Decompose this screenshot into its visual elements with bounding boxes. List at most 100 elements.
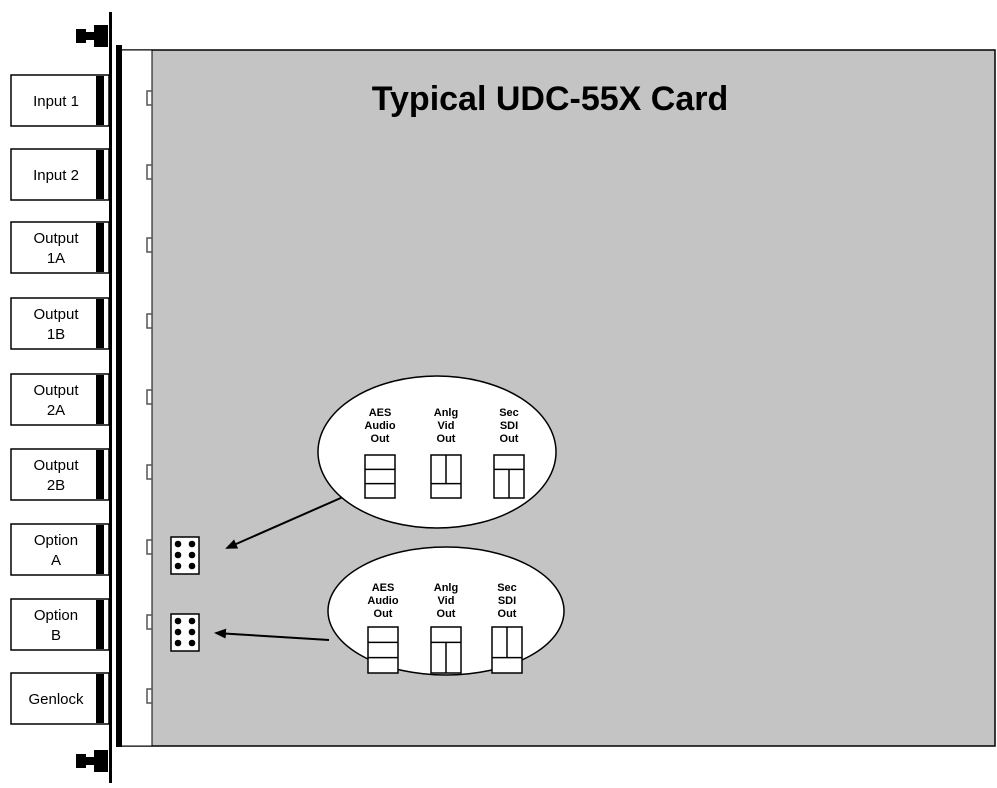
front-panel-rail bbox=[109, 12, 112, 783]
connector-label: Output 1B bbox=[10, 297, 110, 350]
edge-notch bbox=[146, 614, 152, 630]
connector-box bbox=[10, 74, 110, 127]
connector-box bbox=[10, 297, 110, 350]
connector-label: Output 2B bbox=[10, 448, 110, 501]
card-board bbox=[118, 49, 996, 747]
connector-tab bbox=[96, 76, 104, 125]
mode-label: Audio bbox=[367, 595, 398, 607]
connector-label: Input 2 bbox=[10, 148, 110, 201]
bottom-latch-icon bbox=[76, 750, 108, 772]
connector-tab bbox=[96, 450, 104, 499]
jumper-pin bbox=[174, 540, 182, 548]
connector-box bbox=[10, 373, 110, 426]
connector-label-line1: Genlock bbox=[28, 691, 84, 708]
edge-notch bbox=[146, 313, 152, 329]
card-title: Typical UDC-55X Card bbox=[372, 80, 728, 118]
connector-box bbox=[10, 221, 110, 274]
connector-label-line2: B bbox=[51, 627, 61, 644]
jumper-pin bbox=[174, 551, 182, 559]
jumper-pin bbox=[188, 551, 196, 559]
callout-contents: AESAudioOutAnlgVidOutSecSDIOutAESAudioOu… bbox=[364, 407, 525, 674]
callout-option-a bbox=[317, 375, 557, 529]
mode-label: Out bbox=[437, 433, 456, 445]
mode-label: Anlg bbox=[434, 407, 458, 419]
connector-label-line2: 1B bbox=[47, 326, 65, 343]
top-latch-icon bbox=[76, 25, 108, 47]
edge-notch bbox=[146, 237, 152, 253]
edge-notch bbox=[146, 688, 152, 704]
connector-label-line2: A bbox=[51, 552, 61, 569]
mode-label: Out bbox=[500, 433, 519, 445]
mode-label: Vid bbox=[438, 420, 455, 432]
jumper-pin bbox=[188, 562, 196, 570]
jumper-pin bbox=[188, 628, 196, 636]
connector-label: Output 1A bbox=[10, 221, 110, 274]
edge-notch bbox=[146, 164, 152, 180]
connector-label-line2: 2A bbox=[47, 402, 65, 419]
jumper-pin bbox=[174, 639, 182, 647]
mode-label: AES bbox=[372, 582, 395, 594]
mode-label: Sec bbox=[497, 582, 517, 594]
jumper-option-a bbox=[170, 536, 200, 575]
card-edge-notches bbox=[146, 90, 152, 704]
mode-label: Out bbox=[374, 608, 393, 620]
connector-box bbox=[10, 598, 110, 651]
jumper-option-b bbox=[170, 613, 200, 652]
mode-label: SDI bbox=[500, 420, 518, 432]
jumper-setting-box bbox=[364, 454, 396, 499]
connector-label-line2: 2B bbox=[47, 477, 65, 494]
edge-notch bbox=[146, 389, 152, 405]
connector-label: Genlock bbox=[10, 672, 110, 725]
edge-notch bbox=[146, 464, 152, 480]
front-panel-rail-inner bbox=[116, 45, 122, 747]
mode-label: Anlg bbox=[434, 582, 458, 594]
connector-label-line1: Option bbox=[34, 607, 78, 624]
mode-label: Out bbox=[371, 433, 390, 445]
connector-label-line1: Output bbox=[33, 306, 79, 323]
connector-box bbox=[10, 523, 110, 576]
mode-label: Audio bbox=[364, 420, 395, 432]
connector-tab bbox=[96, 525, 104, 574]
connector-tab bbox=[96, 375, 104, 424]
connector-label: Input 1 bbox=[10, 74, 110, 127]
connector-tab bbox=[96, 150, 104, 199]
connector-label-line2: 1A bbox=[47, 250, 65, 267]
jumper-pin bbox=[188, 540, 196, 548]
connector-label-line1: Output bbox=[33, 457, 79, 474]
jumper-pin bbox=[174, 562, 182, 570]
connector-label-line1: Input 2 bbox=[33, 167, 79, 184]
mode-label: AES bbox=[369, 407, 392, 419]
jumper-pin bbox=[188, 639, 196, 647]
mode-label: Vid bbox=[438, 595, 455, 607]
jumper-pin bbox=[174, 617, 182, 625]
edge-notch bbox=[146, 539, 152, 555]
mode-label: SDI bbox=[498, 595, 516, 607]
connector-tab bbox=[96, 299, 104, 348]
arrow-option-a bbox=[225, 496, 344, 549]
jumper-setting-box bbox=[367, 626, 399, 674]
mode-label: Sec bbox=[499, 407, 519, 419]
connector-label-line1: Input 1 bbox=[33, 93, 79, 110]
edge-notch bbox=[146, 90, 152, 106]
mode-label: Out bbox=[437, 608, 456, 620]
connector-box bbox=[10, 672, 110, 725]
arrow-option-b bbox=[214, 628, 330, 641]
connector-tab bbox=[96, 600, 104, 649]
connector-box bbox=[10, 448, 110, 501]
connector-box bbox=[10, 148, 110, 201]
connector-tab bbox=[96, 674, 104, 723]
connector-label-line1: Output bbox=[33, 230, 79, 247]
mode-label: Out bbox=[498, 608, 517, 620]
jumper-pin bbox=[174, 628, 182, 636]
